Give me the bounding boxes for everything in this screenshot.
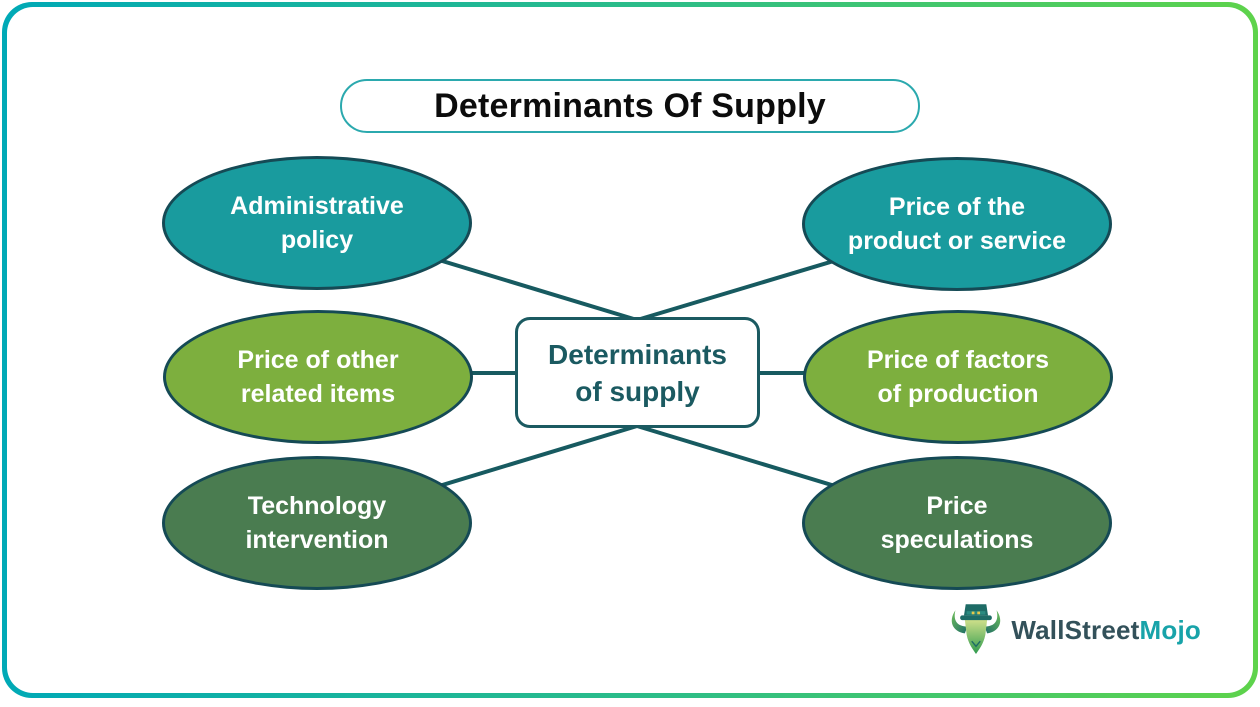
diagram-stage: Determinants Of Supply Administrative po… (7, 7, 1253, 693)
bull-mascot-icon (952, 604, 1001, 654)
diagram-title-pill: Determinants Of Supply (340, 79, 920, 133)
node-label-line: Technology (247, 492, 387, 520)
node-label-line: Price of other (237, 346, 399, 374)
node-label-line: product or service (847, 227, 1067, 255)
node-price-of-factors: Price of factors of production (803, 310, 1113, 444)
wallstreetmojo-logo: WallStreetMojo (946, 601, 1201, 659)
diagram-canvas: Determinants Of Supply Administrative po… (7, 7, 1253, 693)
node-label-line: related items (240, 380, 396, 408)
node-administrative-policy: Administrative policy (162, 156, 472, 290)
node-label-line: intervention (245, 526, 389, 554)
logo-wordmark: WallStreetMojo (1011, 615, 1201, 646)
node-price-of-related-items: Price of other related items (163, 310, 473, 444)
diagram-title-text: Determinants Of Supply (434, 86, 826, 125)
node-label-line: speculations (880, 526, 1034, 554)
node-label-line: policy (280, 226, 354, 254)
center-node-line: Determinants (548, 338, 727, 370)
node-label-line: of production (877, 380, 1039, 408)
node-label-line: Price of the (888, 193, 1026, 221)
center-node-determinants-of-supply: Determinants of supply (515, 317, 760, 428)
node-price-speculations: Price speculations (802, 456, 1112, 590)
center-node-line: of supply (575, 375, 700, 407)
logo-text-mojo: Mojo (1139, 614, 1201, 645)
node-technology-intervention: Technology intervention (162, 456, 472, 590)
node-label-line: Administrative (230, 192, 404, 220)
node-label-line: Price of factors (866, 346, 1049, 374)
logo-text-wallstreet: WallStreet (1011, 614, 1140, 645)
node-price-of-product-service: Price of the product or service (802, 157, 1112, 291)
node-label-line: Price (926, 492, 988, 520)
